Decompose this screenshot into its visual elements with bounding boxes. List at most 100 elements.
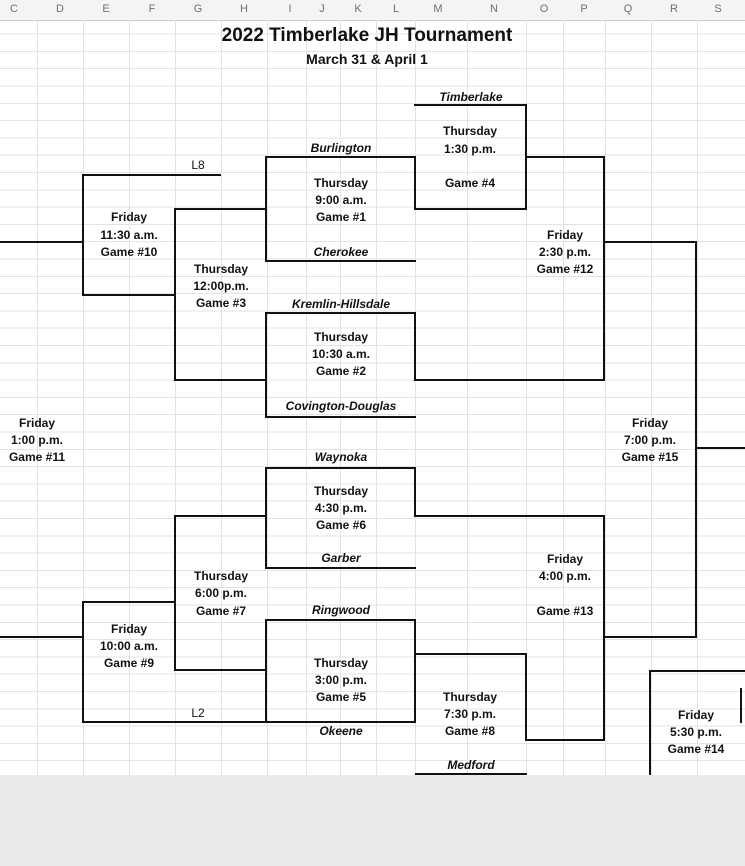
bracket-line (266, 721, 416, 723)
page-title: 2022 Timberlake JH Tournament (221, 25, 513, 46)
bracket-line (174, 208, 176, 381)
page-subtitle: March 31 & April 1 (306, 51, 428, 67)
game-8-day: Thursday (442, 690, 498, 704)
bracket-line (740, 688, 742, 723)
bracket-line (266, 156, 416, 158)
game-11-number: Game #11 (8, 450, 66, 464)
column-header[interactable]: K (354, 3, 362, 15)
column-header[interactable]: F (148, 3, 156, 15)
game-13-number: Game #13 (536, 604, 594, 618)
column-header[interactable]: G (193, 3, 203, 15)
bracket-line (83, 174, 221, 176)
bracket-line (174, 515, 176, 671)
column-header[interactable]: M (433, 3, 443, 15)
game-13-day: Friday (546, 552, 584, 566)
game-12-number: Game #12 (536, 262, 594, 276)
column-header[interactable]: I (288, 3, 292, 15)
game-1-number: Game #1 (315, 210, 367, 224)
game-5-number: Game #5 (315, 690, 367, 704)
column-header[interactable]: R (670, 3, 678, 15)
bracket-line (415, 773, 527, 775)
seed-label-l2: L2 (191, 706, 205, 720)
bracket-line (649, 670, 651, 775)
team-garber: Garber (321, 551, 361, 565)
bracket-line (695, 241, 697, 638)
bracket-line (82, 174, 84, 296)
column-header[interactable]: O (539, 3, 549, 15)
column-header[interactable]: N (490, 3, 498, 15)
grid-line (526, 20, 527, 775)
bracket-line (265, 619, 267, 723)
game-1-time: 9:00 a.m. (315, 193, 367, 207)
team-kremlin-hillsdale: Kremlin-Hillsdale (291, 297, 391, 311)
bracket-line (266, 260, 416, 262)
game-15-day: Friday (631, 416, 669, 430)
game-3-day: Thursday (193, 262, 249, 276)
bracket-line (266, 467, 416, 469)
bracket-line (0, 241, 83, 243)
game-9-day: Friday (110, 622, 148, 636)
bracket-line (697, 447, 745, 449)
game-9-number: Game #9 (103, 656, 155, 670)
column-header[interactable]: D (56, 3, 64, 15)
bracket-line (82, 601, 84, 723)
bracket-line (415, 515, 605, 517)
bracket-line (175, 515, 267, 517)
game-7-day: Thursday (193, 569, 249, 583)
grid-line (306, 20, 307, 775)
bracket-line (266, 416, 416, 418)
column-header[interactable]: H (240, 3, 248, 15)
bracket-line (175, 208, 267, 210)
bracket-line (525, 156, 605, 158)
bracket-line (605, 636, 697, 638)
bracket-line (265, 467, 267, 569)
column-header[interactable]: E (102, 3, 110, 15)
game-4-number: Game #4 (444, 176, 496, 190)
game-6-time: 4:30 p.m. (314, 501, 368, 515)
bracket-line (0, 636, 83, 638)
grid-line (651, 20, 652, 775)
team-ringwood: Ringwood (312, 603, 370, 617)
column-header[interactable]: J (319, 3, 325, 15)
game-14-day: Friday (677, 708, 715, 722)
grid-line (267, 20, 268, 775)
game-12-time: 2:30 p.m. (538, 245, 592, 259)
grid-line (221, 20, 222, 775)
game-4-day: Thursday (442, 124, 498, 138)
column-header[interactable]: Q (623, 3, 633, 15)
grid-line (697, 20, 698, 775)
game-5-time: 3:00 p.m. (314, 673, 368, 687)
bracket-line (83, 294, 175, 296)
column-header-row: C D E F G H I J K L M N O P Q R S (0, 0, 745, 21)
bracket-line (265, 312, 267, 418)
bracket-line (266, 312, 416, 314)
grid-line (340, 20, 341, 775)
bracket-line (414, 619, 416, 723)
game-2-number: Game #2 (315, 364, 367, 378)
game-2-day: Thursday (313, 330, 369, 344)
column-header[interactable]: P (580, 3, 588, 15)
bracket-line (415, 653, 527, 655)
bracket-line (414, 208, 527, 210)
team-okeene: Okeene (319, 724, 363, 738)
team-timberlake: Timberlake (439, 90, 503, 104)
grid-line (415, 20, 416, 775)
game-3-number: Game #3 (195, 296, 247, 310)
game-2-time: 10:30 a.m. (311, 347, 371, 361)
column-header[interactable]: L (392, 3, 400, 15)
seed-label-l8: L8 (191, 158, 205, 172)
game-1-day: Thursday (313, 176, 369, 190)
grid-line (129, 20, 130, 775)
bracket-line (83, 721, 267, 723)
column-header[interactable]: S (714, 3, 722, 15)
bracket-line (414, 104, 527, 106)
grid-line (563, 20, 564, 775)
bracket-line (83, 601, 175, 603)
column-header[interactable]: C (10, 3, 18, 15)
game-11-time: 1:00 p.m. (10, 433, 64, 447)
game-8-number: Game #8 (444, 724, 496, 738)
bracket-line (414, 156, 416, 208)
bracket-line (605, 241, 697, 243)
team-medford: Medford (447, 758, 495, 772)
team-cherokee: Cherokee (313, 245, 369, 259)
